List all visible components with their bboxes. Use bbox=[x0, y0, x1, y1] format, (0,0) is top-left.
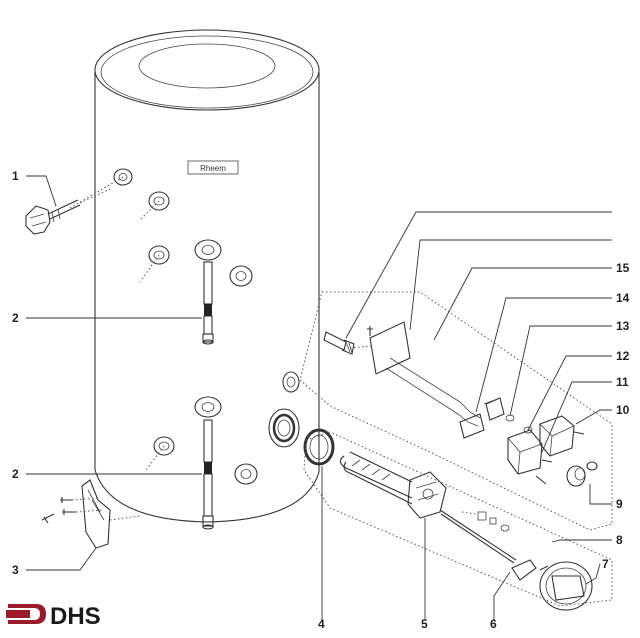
thermostat-cap bbox=[511, 559, 593, 611]
cut-out-box bbox=[539, 415, 585, 457]
nameplate bbox=[187, 160, 239, 175]
sensor-pocket-lower bbox=[202, 419, 214, 530]
callout-10: 10 bbox=[616, 403, 630, 417]
control-knob bbox=[566, 461, 598, 487]
cable-gland bbox=[323, 326, 373, 355]
callout-8: 8 bbox=[616, 533, 623, 547]
callout-2b: 2 bbox=[12, 467, 19, 481]
cylinder-brand: Rheem bbox=[200, 164, 226, 173]
leader-lines bbox=[26, 175, 612, 620]
logo-text: DHS bbox=[50, 603, 101, 630]
control-assembly-outline bbox=[299, 291, 613, 607]
temperature-relief-valve bbox=[25, 199, 81, 235]
hot-water-cylinder: Rheem bbox=[69, 29, 320, 530]
dhs-logo: DHS bbox=[6, 603, 101, 630]
thermostat-box bbox=[507, 429, 553, 485]
callout-2: 2 bbox=[12, 311, 19, 325]
callout-15: 15 bbox=[616, 261, 630, 275]
callout-4: 4 bbox=[318, 617, 325, 631]
cylinder-bosses bbox=[113, 168, 300, 485]
logo-arrow-icon bbox=[8, 604, 46, 624]
callout-14: 14 bbox=[616, 291, 630, 305]
thermostat-rod bbox=[439, 509, 517, 564]
control-components bbox=[323, 321, 598, 487]
callout-numbers: 1 2 2 3 4 5 6 7 8 9 10 11 12 13 14 15 bbox=[12, 169, 630, 631]
callout-11: 11 bbox=[616, 375, 629, 389]
mounting-bracket bbox=[41, 479, 141, 549]
immersion-heater bbox=[339, 451, 447, 519]
control-switch bbox=[459, 397, 505, 439]
callout-5: 5 bbox=[421, 617, 428, 631]
callout-1: 1 bbox=[12, 169, 19, 183]
callout-3: 3 bbox=[12, 563, 19, 577]
callout-6: 6 bbox=[490, 617, 497, 631]
sensor-pocket-upper bbox=[202, 261, 214, 345]
callout-12: 12 bbox=[616, 349, 630, 363]
gasket-ring bbox=[303, 428, 335, 466]
callout-13: 13 bbox=[616, 319, 630, 333]
callout-9: 9 bbox=[616, 497, 623, 511]
callout-7: 7 bbox=[602, 557, 609, 571]
